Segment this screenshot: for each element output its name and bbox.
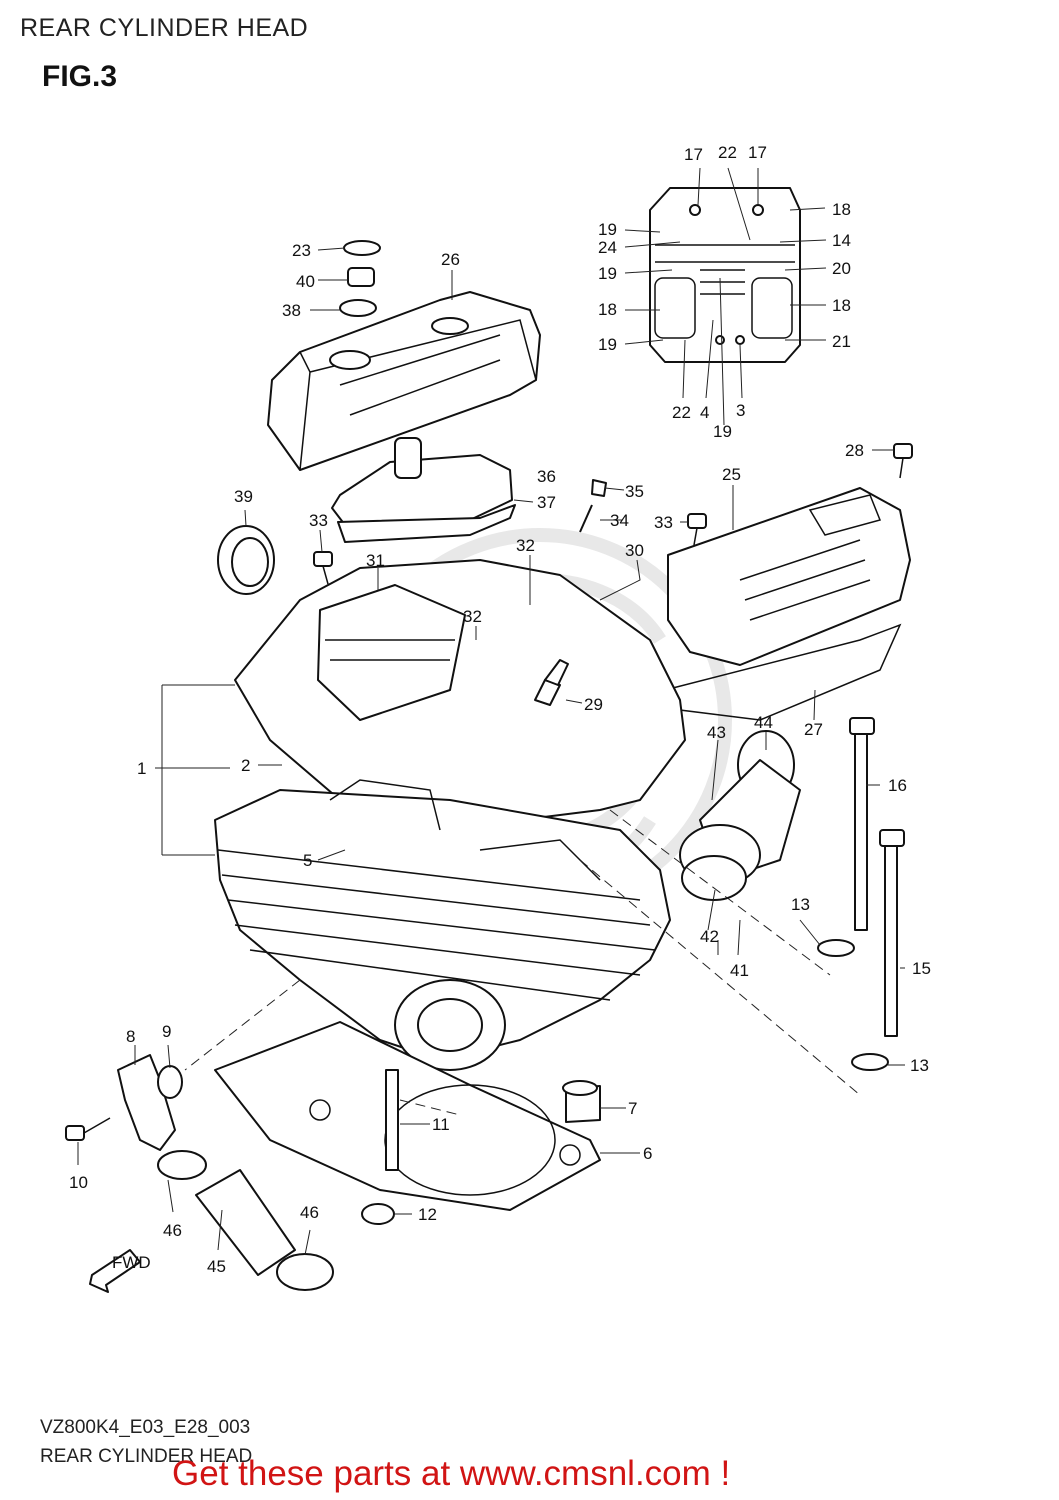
stud-bolts (849, 717, 905, 1037)
callout: 42 (700, 927, 719, 946)
callout: 17 (748, 143, 767, 162)
callout: 33 (654, 513, 673, 532)
callout: 2 (241, 756, 250, 775)
breather-cover (331, 437, 516, 543)
callout: 22 (672, 403, 691, 422)
callout: 32 (516, 536, 535, 555)
callout: 11 (432, 1115, 450, 1134)
callout: 43 (707, 723, 726, 742)
callout: 30 (625, 541, 644, 560)
callout: 17 (684, 145, 703, 164)
page-title: REAR CYLINDER HEAD (20, 14, 309, 42)
callout: 37 (537, 493, 556, 512)
callout: 12 (418, 1205, 437, 1224)
callout: 19 (598, 335, 617, 354)
callout: 3 (736, 401, 745, 420)
callout: 9 (162, 1022, 171, 1041)
figure-label: FIG.3 (42, 60, 118, 93)
callout: 15 (912, 959, 931, 978)
callout: 16 (888, 776, 907, 795)
callout: 10 (69, 1173, 88, 1192)
cylinder-head-cover (267, 291, 541, 471)
callout: 1 (137, 759, 146, 778)
callout: 35 (625, 482, 644, 501)
callout: 4 (700, 403, 709, 422)
callout: 13 (910, 1056, 929, 1075)
fwd-label: FWD (112, 1253, 151, 1272)
leader-lines (77, 167, 905, 1256)
callout: 19 (598, 220, 617, 239)
callout: 44 (754, 713, 773, 732)
callout: 45 (207, 1257, 226, 1276)
callout: 7 (628, 1099, 637, 1118)
hose-and-clamps (157, 1150, 334, 1291)
callout: 26 (441, 250, 460, 269)
intake-pipe (679, 730, 801, 901)
callout: 20 (832, 259, 851, 278)
callout: 36 (537, 467, 556, 486)
callout: 29 (584, 695, 603, 714)
callout: 41 (730, 961, 749, 980)
cap-nut-stack (339, 240, 381, 317)
callout: 18 (832, 200, 851, 219)
callout: 19 (713, 422, 732, 441)
washers (817, 939, 889, 1071)
callout: 13 (791, 895, 810, 914)
callout: 32 (463, 607, 482, 626)
promo-link[interactable]: Get these parts at www.cmsnl.com ! (172, 1454, 731, 1493)
callout: 21 (832, 332, 851, 351)
water-union (65, 1054, 183, 1151)
callout: 46 (300, 1203, 319, 1222)
callout: 33 (309, 511, 328, 530)
footer-title: REAR CYLINDER HEAD (40, 1446, 253, 1467)
fwd-arrow-icon: FWD (89, 1249, 151, 1293)
bolts (313, 443, 913, 585)
cylinder-head (214, 559, 686, 1071)
callout: 38 (282, 301, 301, 320)
callout: 14 (832, 231, 851, 250)
spark-plug (534, 659, 569, 706)
seal-ring (217, 525, 275, 595)
callout: 40 (296, 272, 315, 291)
callout: 18 (832, 296, 851, 315)
callout: 25 (722, 465, 741, 484)
dashed-alignment-lines (184, 809, 861, 1116)
callout: 28 (845, 441, 864, 460)
valve-cover-plate (649, 187, 801, 363)
callout: 31 (366, 551, 385, 570)
stud-dowel-nut (361, 1069, 601, 1225)
callout: 23 (292, 241, 311, 260)
callout-labels: 17 22 17 18 19 24 14 19 20 18 18 19 21 2… (69, 143, 931, 1276)
callout: 34 (610, 511, 629, 530)
callout: 5 (303, 851, 312, 870)
callout: 27 (804, 720, 823, 739)
side-cover (667, 487, 911, 666)
callout: 19 (598, 264, 617, 283)
callout: 8 (126, 1027, 135, 1046)
callout: 24 (598, 238, 617, 257)
callout: 46 (163, 1221, 182, 1240)
callout: 39 (234, 487, 253, 506)
callout: 22 (718, 143, 737, 162)
callout: 18 (598, 300, 617, 319)
callout: 6 (643, 1144, 652, 1163)
diagram-code: VZ800K4_E03_E28_003 (40, 1417, 251, 1438)
